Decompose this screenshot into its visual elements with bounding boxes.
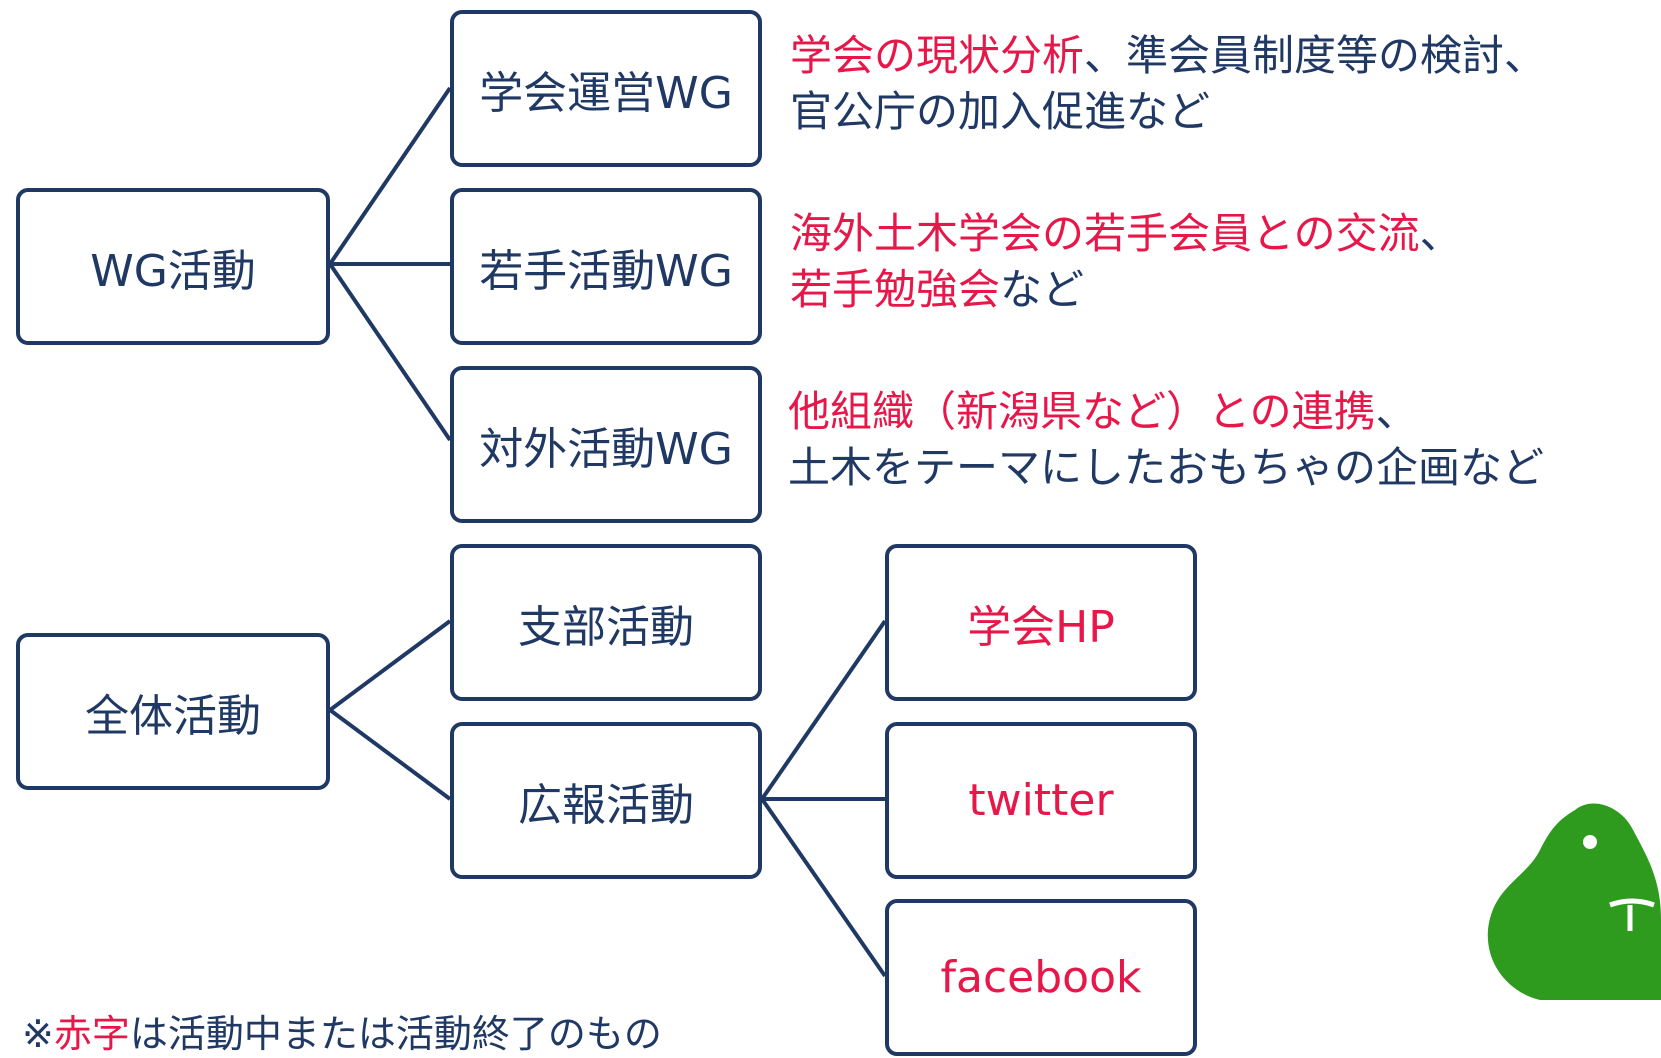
node-twitter-label: twitter — [968, 775, 1114, 826]
node-young-members-wg-label: 若手活動WG — [479, 245, 733, 297]
desc-external-activity-line2: 土木をテーマにしたおもちゃの企画など — [788, 443, 1545, 492]
connector-zentai-koho — [328, 708, 452, 801]
node-external-activity-wg: 対外活動WG — [450, 366, 762, 523]
node-facebook: facebook — [885, 899, 1197, 1056]
bean-mascot-icon — [1487, 803, 1661, 1000]
node-external-activity-wg-label: 対外活動WG — [479, 423, 733, 475]
desc-external-activity-line1: 他組織（新潟県など）との連携、 — [788, 387, 1418, 436]
connector-wg-unei — [328, 86, 452, 266]
node-young-members-wg: 若手活動WG — [450, 188, 762, 345]
node-pr-activity-label: 広報活動 — [518, 779, 694, 831]
connector-koho-hp — [760, 619, 887, 801]
node-branch-activity: 支部活動 — [450, 544, 762, 701]
node-facebook-label: facebook — [940, 952, 1142, 1003]
connector-wg-taigai — [328, 262, 452, 442]
desc-young-members-line2: 若手勉強会など — [790, 265, 1085, 314]
connector-zentai-shibu — [328, 619, 452, 712]
node-overall-activity-label: 全体活動 — [85, 690, 261, 742]
node-society-management-wg: 学会運営WG — [450, 10, 762, 167]
node-society-hp: 学会HP — [885, 544, 1197, 701]
node-society-hp-label: 学会HP — [967, 601, 1115, 653]
node-wg-activity-label: WG活動 — [90, 245, 256, 297]
desc-society-management-line1: 学会の現状分析、準会員制度等の検討、 — [790, 31, 1547, 80]
desc-young-members-line1: 海外土木学会の若手会員との交流、 — [790, 209, 1462, 258]
node-overall-activity: 全体活動 — [16, 633, 330, 790]
node-wg-activity: WG活動 — [16, 188, 330, 345]
desc-young-members: 海外土木学会の若手会員との交流、 若手勉強会など — [790, 206, 1462, 318]
node-society-management-wg-label: 学会運営WG — [479, 67, 733, 119]
desc-society-management: 学会の現状分析、準会員制度等の検討、 官公庁の加入促進など — [790, 28, 1546, 140]
node-branch-activity-label: 支部活動 — [518, 601, 694, 653]
connector-koho-facebook — [760, 797, 887, 978]
desc-external-activity: 他組織（新潟県など）との連携、 土木をテーマにしたおもちゃの企画など — [788, 384, 1544, 496]
footnote-red-word: 赤字 — [53, 1012, 130, 1056]
footnote: ※赤字は活動中または活動終了のもの — [22, 1012, 662, 1056]
desc-society-management-line2: 官公庁の加入促進など — [790, 87, 1211, 136]
node-pr-activity: 広報活動 — [450, 722, 762, 879]
node-twitter: twitter — [885, 722, 1197, 879]
